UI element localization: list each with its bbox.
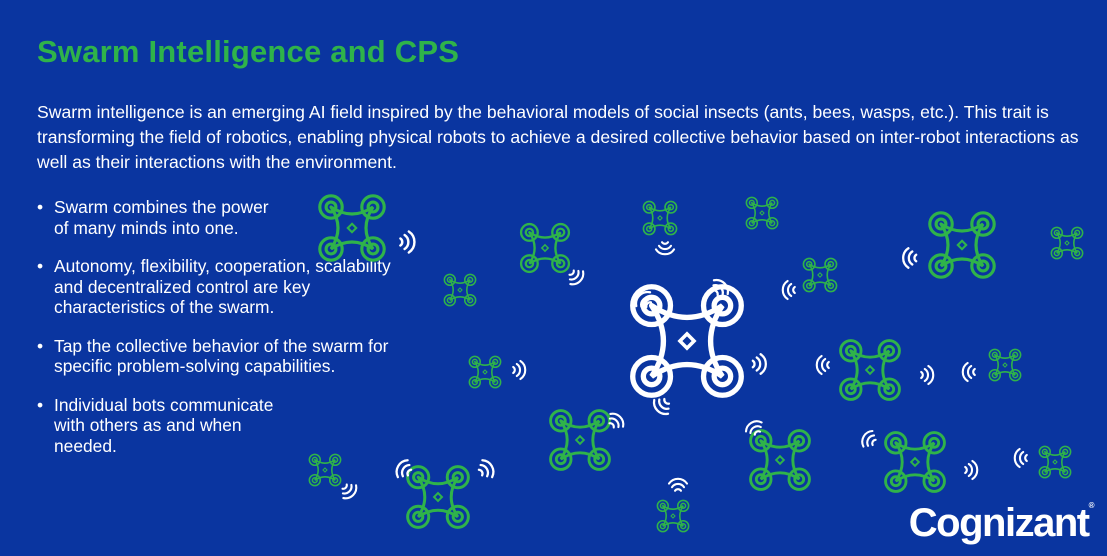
signal-waves-icon (751, 353, 767, 375)
drone-icon (318, 194, 386, 262)
intro-paragraph: Swarm intelligence is an emerging AI fie… (37, 102, 1079, 172)
drone-icon (884, 431, 946, 493)
signal-waves-icon (964, 459, 979, 481)
drone-icon (468, 355, 502, 389)
drone-icon (802, 257, 838, 293)
signal-waves-icon (902, 247, 918, 269)
signal-waves-icon (512, 359, 527, 381)
bullet-marker: • (37, 197, 44, 217)
drone-icon (308, 453, 342, 487)
drone-icon (745, 196, 779, 230)
signal-waves-icon (742, 417, 767, 439)
signal-waves-icon (392, 456, 416, 483)
drone-icon (749, 429, 811, 491)
drone-icon (1038, 445, 1072, 479)
signal-waves-icon (961, 361, 976, 383)
signal-waves-icon (654, 241, 676, 256)
signal-waves-icon (667, 477, 689, 492)
drone-icon (443, 273, 477, 307)
drone-icon (656, 499, 690, 533)
drone-icon (928, 211, 996, 279)
signal-waves-icon (920, 364, 935, 386)
signal-waves-icon (815, 354, 830, 376)
bullet-list: • Swarm combines the power of many minds … (37, 197, 397, 474)
page-title: Swarm Intelligence and CPS (37, 34, 460, 69)
bullet-item: • Individual bots communicate with others… (37, 395, 304, 457)
drone-icon (549, 409, 611, 471)
drone-icon (1050, 226, 1084, 260)
signal-waves-icon (781, 279, 796, 301)
bullet-marker: • (37, 394, 44, 415)
cognizant-logo: Cognizant® (908, 501, 1095, 546)
drone-icon (406, 465, 470, 529)
bullet-marker: • (37, 335, 44, 356)
drone-icon (988, 348, 1022, 382)
drone-icon (642, 200, 678, 236)
signal-waves-icon (1013, 447, 1028, 469)
bullet-item: • Tap the collective behavior of the swar… (37, 336, 397, 377)
drone-icon (519, 222, 571, 274)
bullet-text: Swarm combines the power of many minds i… (54, 197, 269, 238)
drone-icon (839, 339, 901, 401)
signal-waves-icon (474, 456, 498, 483)
bullet-text: Tap the collective behavior of the swarm… (54, 335, 389, 377)
bullet-text: Autonomy, flexibility, cooperation, scal… (54, 256, 391, 317)
signal-waves-icon (399, 230, 416, 254)
bullet-item: • Autonomy, flexibility, cooperation, sca… (37, 256, 397, 318)
bullet-item: • Swarm combines the power of many minds … (37, 197, 274, 238)
bullet-marker: • (37, 256, 44, 276)
signal-waves-icon (649, 393, 675, 419)
bullet-text: Individual bots communicate with others … (54, 394, 274, 456)
signal-waves-icon (858, 427, 880, 452)
logo-registered-mark: ® (1088, 501, 1095, 510)
signal-waves-icon (564, 265, 588, 289)
signal-waves-icon (337, 479, 361, 503)
logo-text: Cognizant (908, 501, 1090, 545)
